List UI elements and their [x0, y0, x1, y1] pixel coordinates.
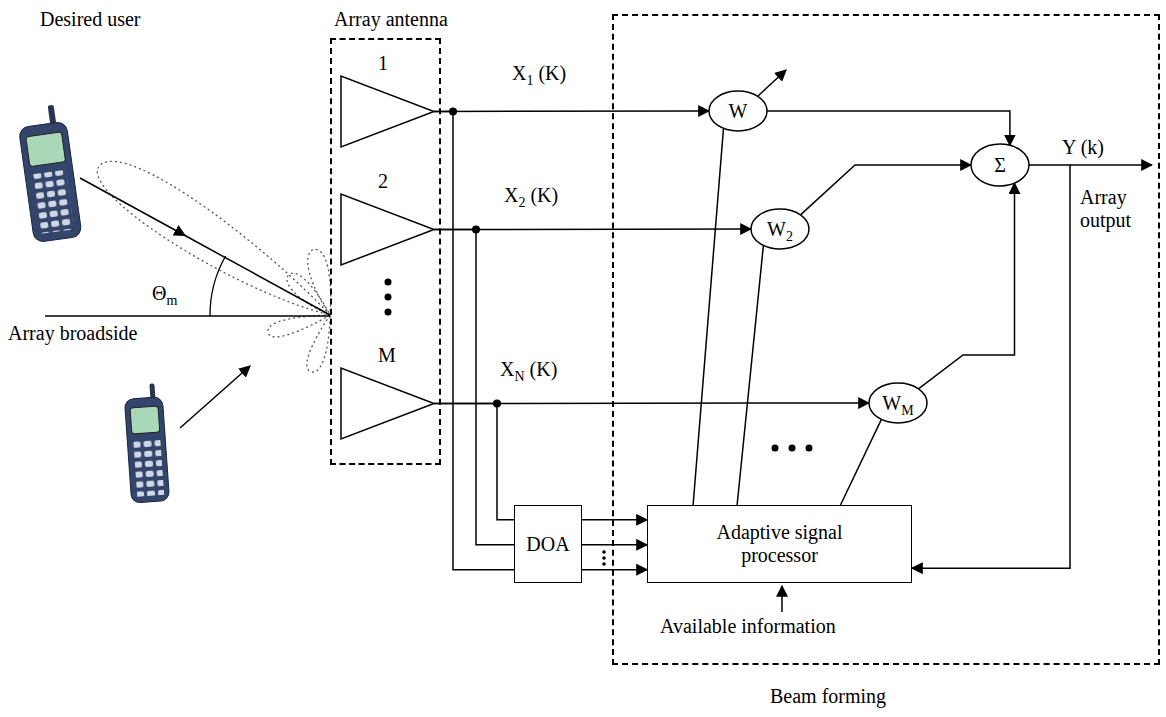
node-text: DOA — [526, 533, 569, 556]
weight-circle: WM — [868, 382, 928, 424]
connector — [434, 112, 514, 570]
signal-label: X2 (K) — [504, 184, 558, 207]
tunable-arrow — [758, 70, 786, 96]
node-text: Σ — [994, 154, 1006, 177]
axis-label: Array broadside — [8, 322, 137, 345]
angle-label: Θm — [152, 282, 177, 305]
connector — [919, 183, 1015, 389]
signal-ray — [185, 236, 330, 316]
antenna-element: 2 — [340, 178, 435, 266]
signal-label: X1 (K) — [512, 62, 566, 85]
connector — [434, 402, 869, 404]
node-text: Adaptive signal processor — [690, 521, 870, 567]
node-text: WM — [882, 392, 913, 415]
interference-ray — [180, 366, 250, 428]
weight-outline — [869, 383, 927, 423]
connector — [582, 569, 647, 571]
angle-arc — [210, 256, 226, 316]
weight-circle: W2 — [750, 208, 810, 250]
node-text: W — [729, 100, 748, 123]
connector — [841, 419, 882, 505]
weight-outline — [971, 144, 1029, 186]
connector — [434, 110, 709, 112]
connector — [434, 404, 514, 520]
array-antenna-box: Array antenna12M — [330, 38, 441, 465]
antenna-outline — [341, 368, 434, 439]
node-text: M — [378, 344, 396, 367]
broadside-line — [45, 315, 330, 316]
signal-ray — [80, 178, 185, 236]
antenna-outline — [341, 76, 434, 147]
weight-circle: W — [708, 90, 768, 132]
mobile-phone — [123, 383, 169, 503]
output-arrow — [1070, 164, 1152, 166]
antenna-outline — [341, 194, 434, 265]
connector — [434, 230, 514, 545]
input-label: Available information — [660, 615, 836, 638]
node-text: 1 — [378, 52, 388, 75]
output-label: Y (k) — [1062, 136, 1104, 159]
weight-outline — [709, 91, 767, 131]
input-arrow — [781, 586, 783, 612]
connector — [582, 544, 647, 546]
beam-forming-box: Beam formingWW2WMΣAdaptive signal proces… — [612, 14, 1160, 665]
connector — [582, 519, 647, 521]
signal-label: XN (K) — [500, 358, 557, 381]
node-text: 2 — [378, 170, 388, 193]
node-text: Beam forming — [770, 685, 886, 708]
junction-dot — [449, 108, 501, 408]
connector — [767, 111, 1010, 145]
doa-box: DOA — [514, 505, 582, 583]
connector — [801, 165, 972, 215]
processor-box: Adaptive signal processor — [647, 505, 912, 583]
antenna-element: M — [340, 352, 435, 440]
mobile-phone — [16, 103, 82, 242]
summer-circle: Σ — [970, 143, 1030, 187]
node-text: W2 — [767, 218, 793, 241]
node-text: Array antenna — [334, 8, 448, 31]
output-label: Array output — [1080, 186, 1152, 232]
connector — [693, 128, 723, 505]
connector — [737, 245, 763, 505]
user-label: Desired user — [40, 8, 141, 31]
connector — [912, 165, 1070, 568]
weight-outline — [751, 209, 809, 249]
connector — [434, 228, 751, 230]
antenna-element: 1 — [340, 60, 435, 148]
